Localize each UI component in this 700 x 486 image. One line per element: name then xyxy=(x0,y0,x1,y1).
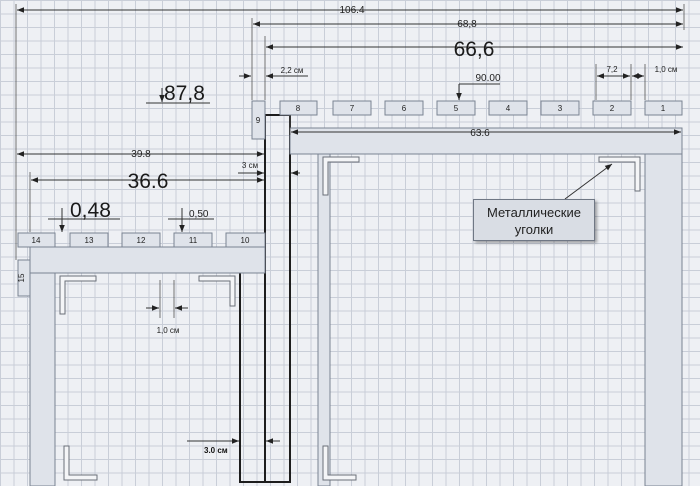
dim-post-gap: 1,0 см xyxy=(157,326,180,335)
dim-slat-width: 7,2 xyxy=(606,65,618,74)
slat-label-2: 2 xyxy=(610,104,615,113)
lower-beam xyxy=(29,246,266,274)
dim-bottom-gap: 3.0 см xyxy=(204,446,228,455)
slat-label-11: 11 xyxy=(189,236,198,245)
slat-13 xyxy=(69,232,109,248)
dim-beam-length: 63.6 xyxy=(470,128,490,139)
slat-label-3: 3 xyxy=(558,104,563,113)
dim-slat-gap-right: 2,2 см xyxy=(281,66,304,75)
slat-1 xyxy=(644,100,683,116)
dim-left-outer: 39.8 xyxy=(131,149,151,160)
angle-upper-right xyxy=(598,156,641,192)
upper-right-post xyxy=(644,153,683,486)
dim-thickness-a: 0,48 xyxy=(70,199,111,222)
slat-12 xyxy=(121,232,161,248)
dim-height-marker: 90.00 xyxy=(475,73,500,84)
angle-bottom-left xyxy=(63,445,98,481)
lower-left-post xyxy=(29,272,56,486)
angle-lower-right xyxy=(198,275,236,307)
slat-label-9: 9 xyxy=(256,116,261,125)
callout-line-2: уголки xyxy=(514,222,554,237)
slat-4 xyxy=(488,100,528,116)
metal-angles xyxy=(59,156,641,481)
center-vertical-board xyxy=(264,114,291,483)
slat-label-7: 7 xyxy=(350,104,355,113)
slat-2 xyxy=(592,100,632,116)
slat-7 xyxy=(332,100,372,116)
slat-label-6: 6 xyxy=(402,104,407,113)
dim-total: 106.4 xyxy=(339,5,364,16)
slat-label-5: 5 xyxy=(454,104,459,113)
slat-10 xyxy=(225,232,266,248)
slat-6 xyxy=(384,100,424,116)
dim-right-inner: 66,6 xyxy=(454,38,495,61)
metal-angles-callout: Металлические уголки xyxy=(473,199,595,241)
dim-right-section: 68,8 xyxy=(457,19,477,30)
slat-3 xyxy=(540,100,580,116)
angle-lower-left xyxy=(59,275,97,315)
slat-label-12: 12 xyxy=(137,236,146,245)
slat-8 xyxy=(279,100,318,116)
slat-5 xyxy=(436,100,476,116)
upper-left-post xyxy=(317,153,331,486)
dim-joint: 3 см xyxy=(242,161,258,170)
slat-label-14: 14 xyxy=(32,236,41,245)
slat-label-1: 1 xyxy=(661,104,666,113)
slat-label-4: 4 xyxy=(506,104,511,113)
left-vertical-board xyxy=(239,244,266,483)
slat-label-10: 10 xyxy=(241,236,250,245)
dim-slat-gap: 1,0 см xyxy=(655,65,678,74)
callout-line-1: Металлические xyxy=(487,205,581,220)
dim-thickness-b: 0,50 xyxy=(189,209,209,220)
slat-11 xyxy=(173,232,213,248)
lower-slats xyxy=(17,232,266,297)
angle-upper-left xyxy=(322,156,360,196)
slat-14 xyxy=(17,232,56,248)
angle-bottom-center xyxy=(322,445,357,481)
slat-15 xyxy=(17,259,31,297)
slat-9 xyxy=(251,100,266,140)
dim-left-height: 87,8 xyxy=(164,82,205,105)
slat-label-8: 8 xyxy=(296,104,301,113)
slat-label-15: 15 xyxy=(17,273,26,282)
upper-slats xyxy=(251,100,683,140)
dim-left-inner: 36.6 xyxy=(128,170,169,193)
slat-label-13: 13 xyxy=(85,236,94,245)
